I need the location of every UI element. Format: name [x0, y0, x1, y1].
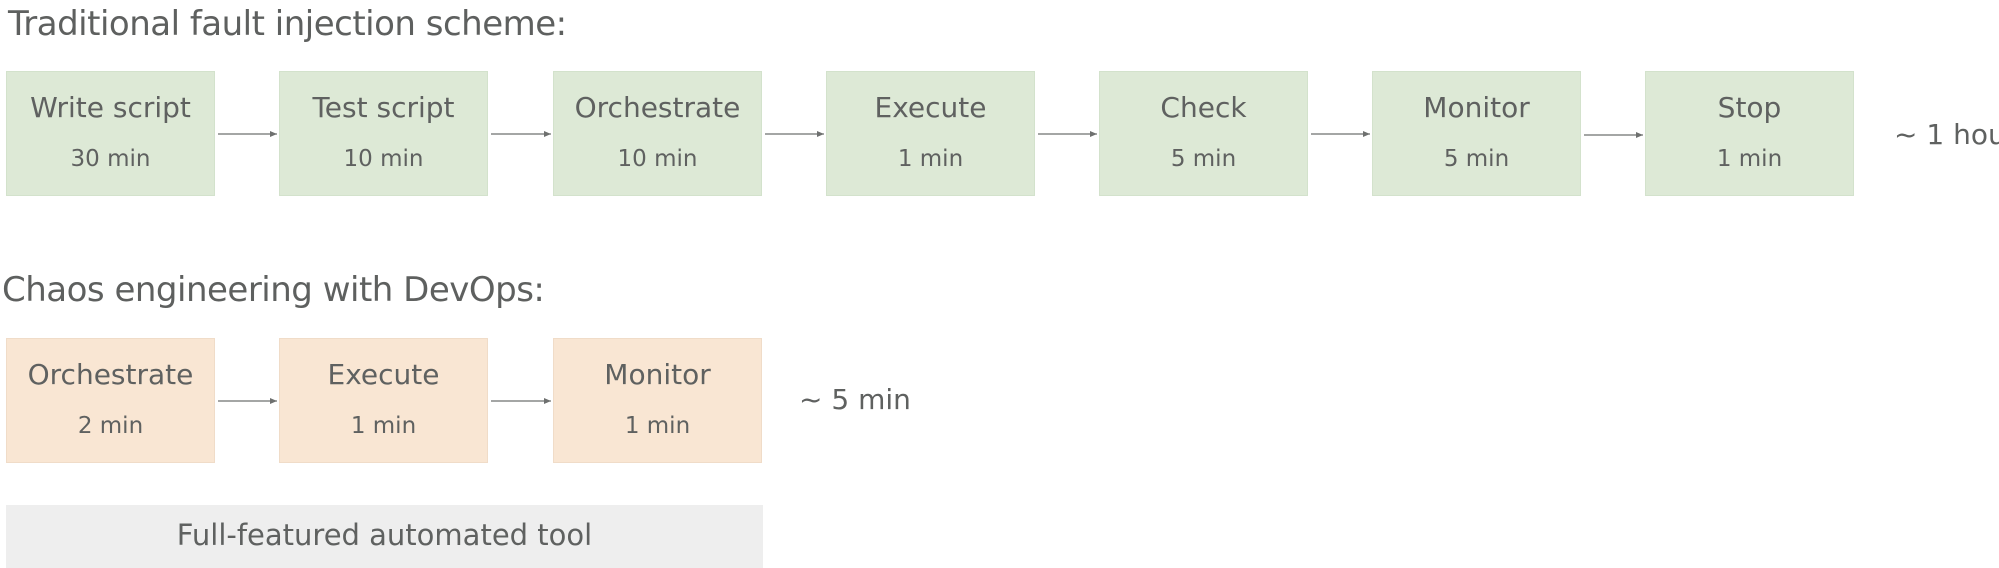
traditional-step-stop: Stop 1 min [1645, 71, 1854, 196]
automated-tool-label: Full-featured automated tool [176, 518, 593, 552]
step-time: 5 min [1443, 146, 1510, 172]
step-name: Execute [874, 91, 987, 124]
step-time: 30 min [70, 146, 151, 172]
devops-step-execute: Execute 1 min [279, 338, 488, 463]
automated-tool-bar: Full-featured automated tool [6, 505, 763, 568]
step-name: Test script [312, 91, 455, 124]
traditional-step-test-script: Test script 10 min [279, 71, 488, 196]
step-name: Orchestrate [27, 358, 194, 391]
step-name: Monitor [604, 358, 711, 391]
step-time: 2 min [77, 413, 144, 439]
step-time: 1 min [624, 413, 691, 439]
step-name: Stop [1717, 91, 1782, 124]
traditional-total: ~ 1 hour [1894, 118, 1999, 151]
step-time: 1 min [897, 146, 964, 172]
devops-step-monitor: Monitor 1 min [553, 338, 762, 463]
traditional-step-monitor: Monitor 5 min [1372, 71, 1581, 196]
traditional-step-execute: Execute 1 min [826, 71, 1035, 196]
step-name: Write script [30, 91, 191, 124]
step-name: Check [1160, 91, 1247, 124]
step-time: 10 min [343, 146, 424, 172]
step-time: 5 min [1170, 146, 1237, 172]
devops-heading: Chaos engineering with DevOps: [2, 270, 545, 310]
step-name: Monitor [1423, 91, 1530, 124]
traditional-step-check: Check 5 min [1099, 71, 1308, 196]
step-time: 10 min [617, 146, 698, 172]
traditional-step-write-script: Write script 30 min [6, 71, 215, 196]
traditional-step-orchestrate: Orchestrate 10 min [553, 71, 762, 196]
devops-step-orchestrate: Orchestrate 2 min [6, 338, 215, 463]
step-time: 1 min [350, 413, 417, 439]
step-time: 1 min [1716, 146, 1783, 172]
step-name: Execute [327, 358, 440, 391]
traditional-heading: Traditional fault injection scheme: [8, 4, 567, 44]
devops-total: ~ 5 min [799, 383, 911, 416]
step-name: Orchestrate [574, 91, 741, 124]
